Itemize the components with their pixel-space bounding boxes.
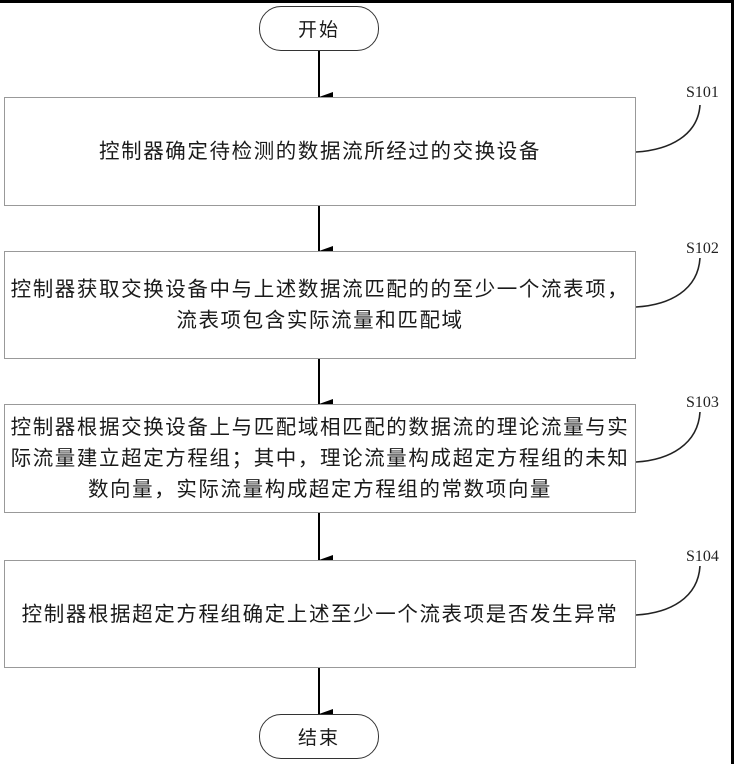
frame-border-right [731, 0, 734, 764]
step-s103-label: S103 [686, 394, 719, 411]
leader-s101 [635, 104, 701, 153]
leader-s103 [635, 411, 701, 463]
step-s103-text: 控制器根据交换设备上与匹配域相匹配的数据流的理论流量与实际流量建立超定方程组；其… [10, 415, 630, 501]
step-s102-text: 控制器获取交换设备中与上述数据流匹配的的至少一个流表项，流表项包含实际流量和匹配… [10, 277, 630, 332]
step-s104: 控制器根据超定方程组确定上述至少一个流表项是否发生异常 [4, 560, 636, 668]
end-label: 结束 [297, 727, 340, 749]
step-s104-label: S104 [686, 548, 719, 565]
leader-s102 [635, 257, 701, 308]
step-s101-text: 控制器确定待检测的数据流所经过的交换设备 [99, 139, 541, 163]
start-terminal: 开始 [259, 6, 379, 51]
frame-border-top [0, 0, 734, 3]
start-label: 开始 [297, 19, 340, 41]
end-terminal: 结束 [259, 714, 379, 759]
step-s103: 控制器根据交换设备上与匹配域相匹配的数据流的理论流量与实际流量建立超定方程组；其… [4, 404, 636, 513]
leader-s104 [635, 565, 701, 616]
step-s102: 控制器获取交换设备中与上述数据流匹配的的至少一个流表项，流表项包含实际流量和匹配… [4, 251, 636, 359]
step-s101: 控制器确定待检测的数据流所经过的交换设备 [4, 97, 636, 206]
step-s102-label: S102 [686, 240, 719, 257]
step-s104-text: 控制器根据超定方程组确定上述至少一个流表项是否发生异常 [21, 601, 619, 626]
step-s101-label: S101 [686, 84, 719, 101]
